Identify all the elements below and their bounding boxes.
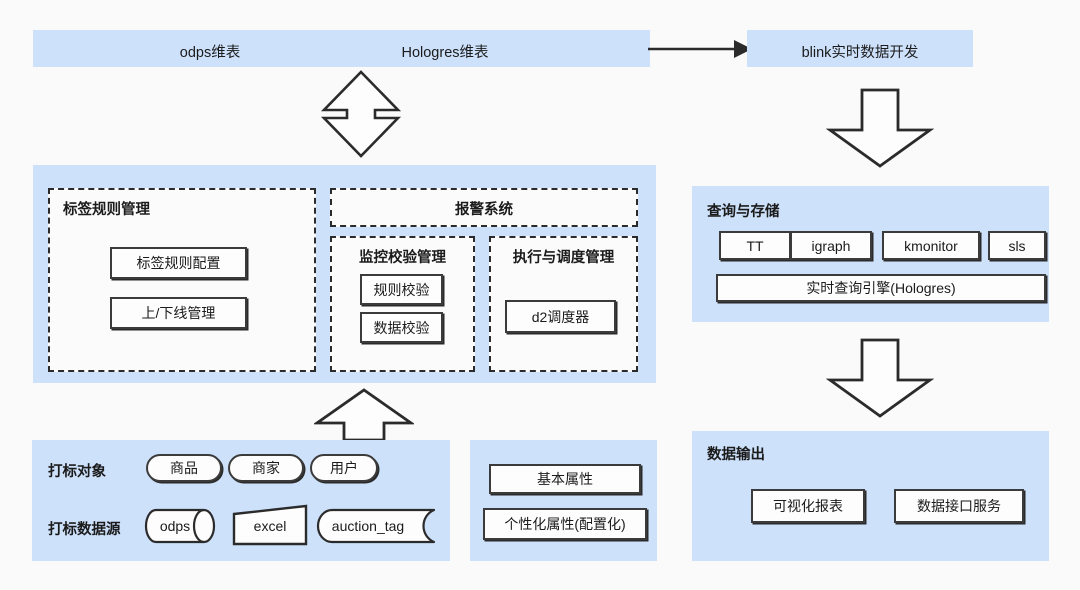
box-tag-rule-config[interactable]: 标签规则配置 xyxy=(110,247,247,279)
pill-merchant[interactable]: 商家 xyxy=(228,454,304,482)
group-alarm-system xyxy=(330,188,638,227)
pill-goods[interactable]: 商品 xyxy=(146,454,222,482)
box-store-igraph[interactable]: igraph xyxy=(790,231,872,260)
query-storage-title: 查询与存储 xyxy=(707,204,780,220)
arrow-blink-to-query-icon xyxy=(826,88,934,168)
box-rule-validation[interactable]: 规则校验 xyxy=(360,274,443,305)
arrow-query-to-output-icon xyxy=(826,338,934,418)
row-label-tagging-data-source: 打标数据源 xyxy=(48,522,121,538)
box-online-offline-management[interactable]: 上/下线管理 xyxy=(110,297,247,329)
box-visual-report[interactable]: 可视化报表 xyxy=(751,489,865,523)
box-store-sls[interactable]: sls xyxy=(988,231,1046,260)
dimension-table-bar xyxy=(33,30,650,67)
box-basic-attribute[interactable]: 基本属性 xyxy=(489,464,641,494)
box-realtime-query-engine[interactable]: 实时查询引擎(Hologres) xyxy=(716,274,1046,302)
bar-label-hologres-dim: Hologres维表 xyxy=(401,45,489,61)
arrow-dimension-to-blink-icon xyxy=(648,40,752,58)
box-data-api-service[interactable]: 数据接口服务 xyxy=(894,489,1024,523)
box-custom-attribute[interactable]: 个性化属性(配置化) xyxy=(483,508,647,540)
box-d2-scheduler[interactable]: d2调度器 xyxy=(505,300,616,333)
box-store-tt[interactable]: TT xyxy=(719,231,791,260)
group-title-monitor-validation-management: 监控校验管理 xyxy=(359,250,446,266)
bar-label-odps-dim: odps维表 xyxy=(179,45,241,61)
box-data-validation[interactable]: 数据校验 xyxy=(360,312,443,343)
tape-auction-tag-icon[interactable] xyxy=(316,508,436,544)
trapezoid-excel-icon[interactable] xyxy=(230,504,310,546)
double-arrow-dimension-platform-icon xyxy=(320,70,402,158)
pill-user[interactable]: 用户 xyxy=(310,454,378,482)
blink-box xyxy=(747,30,973,67)
cylinder-odps-icon[interactable] xyxy=(144,508,216,544)
blink-box-label: blink实时数据开发 xyxy=(801,45,919,61)
group-title-tag-rule-management: 标签规则管理 xyxy=(63,202,150,218)
data-output-title: 数据输出 xyxy=(707,447,765,463)
group-title-execution-scheduling-management: 执行与调度管理 xyxy=(512,250,615,266)
group-tag-rule-management xyxy=(48,188,316,372)
arrow-source-to-platform-icon xyxy=(314,388,414,440)
attribute-panel xyxy=(470,440,657,561)
box-store-kmonitor[interactable]: kmonitor xyxy=(882,231,980,260)
row-label-tagging-object: 打标对象 xyxy=(48,464,106,480)
group-title-alarm-system: 报警系统 xyxy=(455,202,513,218)
